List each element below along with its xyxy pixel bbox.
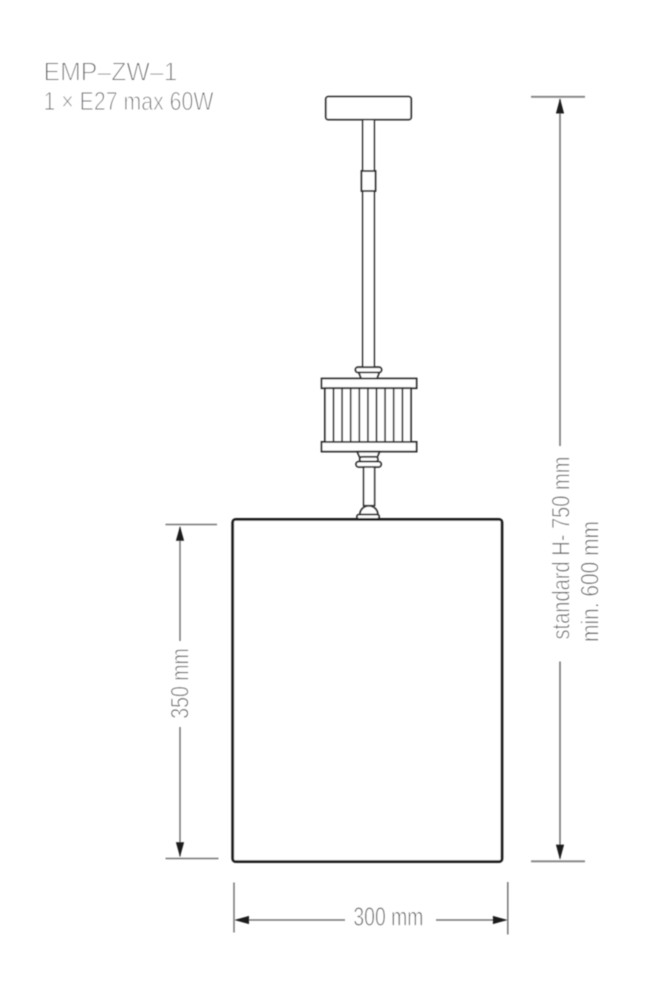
svg-text:350 mm: 350 mm <box>167 648 195 719</box>
svg-text:300 mm: 300 mm <box>353 901 423 931</box>
svg-text:EMP–ZW–1: EMP–ZW–1 <box>44 57 178 87</box>
svg-text:1 × E27 max 60W: 1 × E27 max 60W <box>44 86 214 116</box>
svg-text:standard H- 750 mm: standard H- 750 mm <box>548 457 576 640</box>
svg-text:min. 600 mm: min. 600 mm <box>577 521 605 642</box>
